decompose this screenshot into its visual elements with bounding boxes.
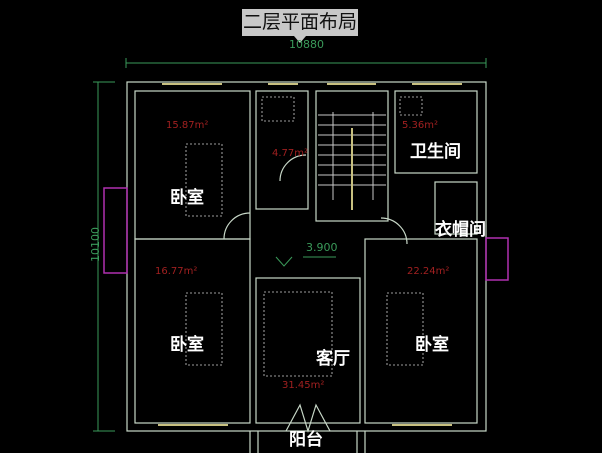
level-mark: 3.900	[306, 241, 338, 254]
living-room-label: 客厅	[316, 349, 350, 369]
dimension-lines	[93, 58, 487, 432]
small-bath-area: 4.77m²	[272, 148, 309, 159]
stair	[318, 112, 386, 210]
furniture	[185, 96, 424, 377]
bedroom-1-area: 15.87m²	[166, 120, 209, 131]
bathroom-area: 5.36m²	[402, 120, 439, 131]
bathroom-label: 卫生间	[410, 142, 461, 162]
bedroom-3-area: 22.24m²	[407, 266, 450, 277]
bedroom-1-label: 卧室	[170, 188, 204, 208]
living-room-area: 31.45m²	[282, 380, 325, 391]
bedroom-3-label: 卧室	[415, 335, 449, 355]
windows	[158, 83, 462, 426]
balcony-label: 阳台	[289, 430, 323, 450]
height-dimension: 10100	[89, 227, 102, 262]
bedroom-2-label: 卧室	[170, 335, 204, 355]
plan-title: 二层平面布局	[242, 9, 358, 43]
bay-windows	[103, 187, 509, 281]
bedroom-2-area: 16.77m²	[155, 266, 198, 277]
width-dimension: 10880	[289, 38, 324, 51]
closet-label: 衣帽间	[435, 220, 486, 240]
